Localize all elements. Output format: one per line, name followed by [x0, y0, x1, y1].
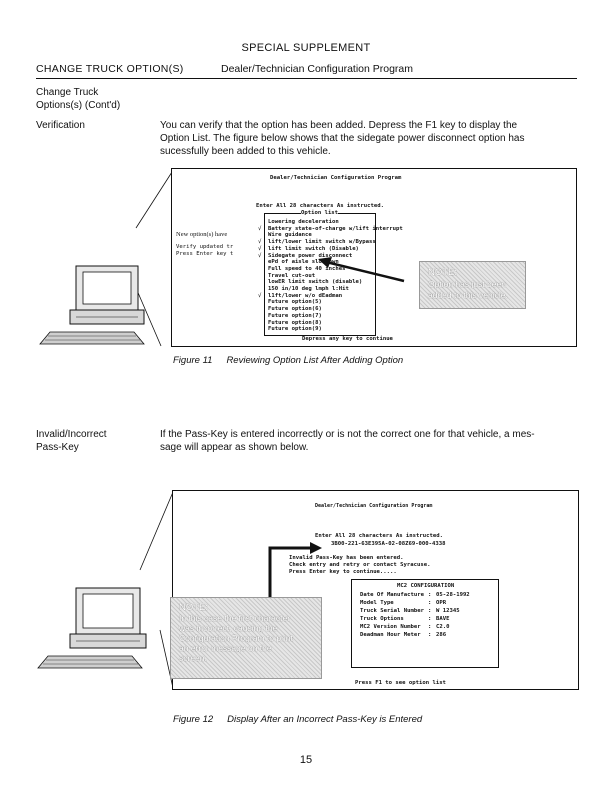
option-item: Full speed to 40 inches [268, 265, 346, 272]
option-item: lift limit switch (Disable) [268, 245, 359, 252]
option-item: lift/lower limit switch w/Bypass [268, 239, 376, 246]
figure-11: Dealer/Technician Configuration Program … [36, 168, 577, 348]
error-message: Press Enter key to continue..... [289, 569, 397, 575]
sidebar-invalid-line2: Pass-Key [36, 442, 79, 453]
option-item: Future option(5) [268, 299, 322, 306]
config-separator: : [428, 600, 432, 606]
screen-title: Dealer/Technician Configuration Program [270, 175, 402, 181]
option-item: Lowering deceleration [268, 219, 339, 225]
option-list-header: Option list [301, 210, 339, 217]
config-value: 05-28-1992 [436, 592, 470, 598]
config-title: MC2 CONFIGURATION [397, 583, 455, 589]
computer-illustration [37, 491, 174, 689]
note-callout: NOTE: Option has just been added to this… [419, 261, 526, 309]
option-item: Travel cut-out [268, 272, 316, 279]
error-message: Invalid Pass-Key has been entered. [289, 555, 404, 561]
config-separator: : [428, 632, 432, 638]
section-title: CHANGE TRUCK OPTION(S) [36, 63, 184, 75]
arrow-icon [318, 257, 405, 283]
sidebar-verification: Verification [36, 120, 85, 131]
option-item: 150 in/10 deg lmph l:Hit [268, 286, 349, 292]
caption-text: Display After an Incorrect Pass-Key is E… [227, 714, 423, 725]
config-value: W 12345 [436, 608, 460, 614]
config-separator: : [428, 592, 432, 598]
option-item: Future option(6) [268, 306, 322, 313]
config-value: BAVE [436, 616, 450, 622]
verification-line: You can verify that the option has been … [160, 120, 518, 131]
checkmark-icon: √ [258, 245, 262, 252]
verify-label: Verify updated tr [176, 244, 234, 250]
config-label: Date Of Manufacture [360, 592, 424, 598]
option-item: lowER limit switch (disable) [268, 279, 363, 286]
invalid-line: If the Pass-Key is entered incorrectly o… [160, 429, 535, 440]
program-title: Dealer/Technician Configuration Program [221, 63, 414, 75]
screen-footer: Depress any key to continue [302, 336, 393, 342]
config-value: 286 [436, 632, 447, 638]
sidebar-heading: Change Truck Options(s) (Cont'd) [36, 86, 120, 112]
option-item: Sidegate power disconnect [268, 252, 353, 259]
enter-instruction: Enter All 28 characters As instructed. [256, 203, 384, 209]
config-separator: : [428, 616, 432, 622]
note-heading: NOTE: [428, 267, 458, 278]
note-text: Option has just been [428, 279, 506, 289]
option-item: Future option(9) [268, 326, 322, 333]
config-label: MC2 Version Number [360, 624, 421, 630]
config-separator: : [428, 608, 432, 614]
verification-line: sucessfully been added to this vehicle. [160, 146, 331, 157]
press-enter-label: Press Enter key t [176, 251, 234, 257]
note-heading: NOTE: [179, 602, 209, 613]
figure-12: Dealer/Technician Configuration Program … [10, 490, 580, 690]
passkey-value: 3B00-221-63E395A-02-08Z69-000-4338 [331, 541, 446, 547]
config-box: MC2 CONFIGURATION Date Of Manufacture:05… [351, 579, 499, 668]
arrow-icon [268, 542, 322, 600]
note-text: Configuration Program to print [179, 633, 293, 643]
option-item: Future option(7) [268, 312, 322, 319]
config-label: Model Type [360, 600, 394, 606]
checkmark-icon: √ [258, 225, 262, 232]
screen-footer: Press F1 to see option list [355, 680, 446, 686]
screen-window: Dealer/Technician Configuration Program … [171, 168, 577, 347]
caption-text: Reviewing Option List After Adding Optio… [226, 355, 404, 366]
config-label: Truck Serial Number [360, 608, 424, 614]
note-text: added to this vehicle. [428, 290, 508, 300]
config-value: OPR [436, 600, 447, 606]
invalid-line: sage will appear as shown below. [160, 442, 309, 453]
invalid-paragraph: If the Pass-Key is entered incorrectly o… [160, 428, 572, 454]
checkmark-icon: √ [258, 292, 262, 299]
figure-12-caption: Figure 12 Display After an Incorrect Pass… [173, 714, 422, 725]
header-rule [36, 78, 577, 79]
note-text: an error message on the [179, 643, 272, 653]
checkmark-icon: √ [258, 239, 262, 246]
config-label: Truck Options [360, 616, 404, 622]
screen-title: Dealer/Technician Configuration Program [315, 503, 433, 509]
supplement-title: SPECIAL SUPPLEMENT [241, 42, 371, 54]
caption-label: Figure 11 [173, 355, 213, 366]
config-separator: : [428, 624, 432, 630]
config-value: C2.0 [436, 624, 450, 630]
option-item: Wire guidance [268, 232, 312, 239]
note-text: In this case the first character [179, 613, 291, 623]
sidebar-heading-line1: Change Truck [36, 87, 99, 98]
note-text: was incorrect, causing the [179, 623, 278, 633]
sidebar-invalid-line1: Invalid/Incorrect [36, 429, 107, 440]
checkmark-icon: √ [258, 252, 262, 259]
verification-line: Option List. The figure below shows that… [160, 133, 525, 144]
page-number: 15 [299, 754, 313, 766]
screen-window: Dealer/Technician Configuration Program … [172, 490, 579, 690]
note-callout: NOTE: In this case the first character w… [170, 597, 322, 679]
computer-illustration [39, 171, 173, 347]
new-options-label: New option(s) have [176, 231, 228, 238]
note-text: screen. [179, 653, 207, 663]
error-message: Check entry and retry or contact Syracus… [289, 562, 431, 568]
enter-instruction: Enter All 28 characters As instructed. [315, 533, 443, 539]
sidebar-heading-line2: Options(s) (Cont'd) [36, 100, 121, 111]
config-label: Deadman Hour Meter [360, 632, 421, 638]
sidebar-invalid: Invalid/Incorrect Pass-Key [36, 428, 107, 454]
caption-label: Figure 12 [173, 714, 214, 725]
figure-11-caption: Figure 11 Reviewing Option List After Add… [173, 355, 403, 366]
option-item: l1ft/lower w/o dEadman [268, 292, 343, 299]
option-item: Battery state-of-charge w/lift interrupt [268, 225, 403, 232]
verification-paragraph: You can verify that the option has been … [160, 119, 572, 158]
option-item: Future option(8) [268, 319, 322, 326]
